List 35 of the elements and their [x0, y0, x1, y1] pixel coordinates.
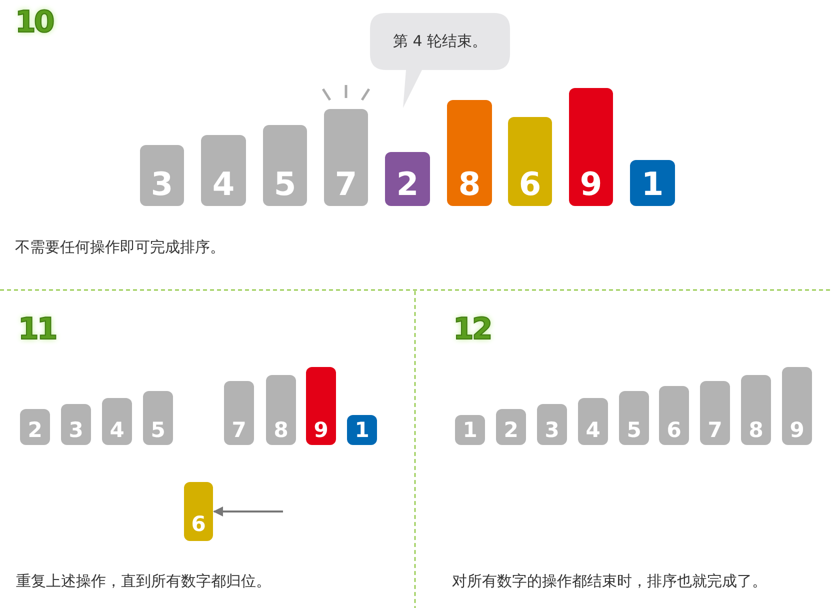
number-bar: 6	[659, 386, 689, 445]
number-bar: 9	[782, 367, 812, 445]
arrow	[213, 506, 283, 516]
number-bar: 5	[143, 391, 173, 445]
caption-text: 不需要任何操作即可完成排序。	[15, 238, 225, 256]
number-bar: 2	[496, 409, 526, 445]
step-number: 12	[453, 315, 491, 345]
number-bar: 4	[102, 398, 132, 445]
number-bar: 1	[630, 160, 675, 206]
step-number: 10	[15, 8, 53, 38]
number-bar: 7	[324, 109, 368, 206]
number-bar: 3	[61, 404, 91, 445]
number-bar: 2	[385, 152, 430, 206]
caption-text: 对所有数字的操作都结束时，排序也就完成了。	[452, 572, 767, 590]
number-bar: 1	[455, 415, 485, 445]
number-bar: 4	[578, 398, 608, 445]
caption-text: 重复上述操作，直到所有数字都归位。	[16, 572, 271, 590]
number-bar: 8	[741, 375, 771, 445]
number-bar: 9	[306, 367, 336, 445]
number-bar: 6	[508, 117, 552, 206]
number-bar: 4	[201, 135, 246, 206]
number-bar: 1	[347, 415, 377, 445]
number-bar: 7	[224, 381, 254, 445]
number-bar: 3	[537, 404, 567, 445]
step-number: 11	[18, 315, 56, 345]
speech-bubble: 第 4 轮结束。	[370, 13, 510, 108]
number-bar: 5	[263, 125, 307, 206]
number-bar: 3	[140, 145, 184, 206]
number-bar: 8	[447, 100, 492, 206]
number-bar: 9	[569, 88, 613, 206]
number-bar: 2	[20, 409, 50, 445]
number-bar: 6	[184, 482, 213, 541]
number-bar: 8	[266, 375, 296, 445]
number-bar: 7	[700, 381, 730, 445]
number-bar: 5	[619, 391, 649, 445]
